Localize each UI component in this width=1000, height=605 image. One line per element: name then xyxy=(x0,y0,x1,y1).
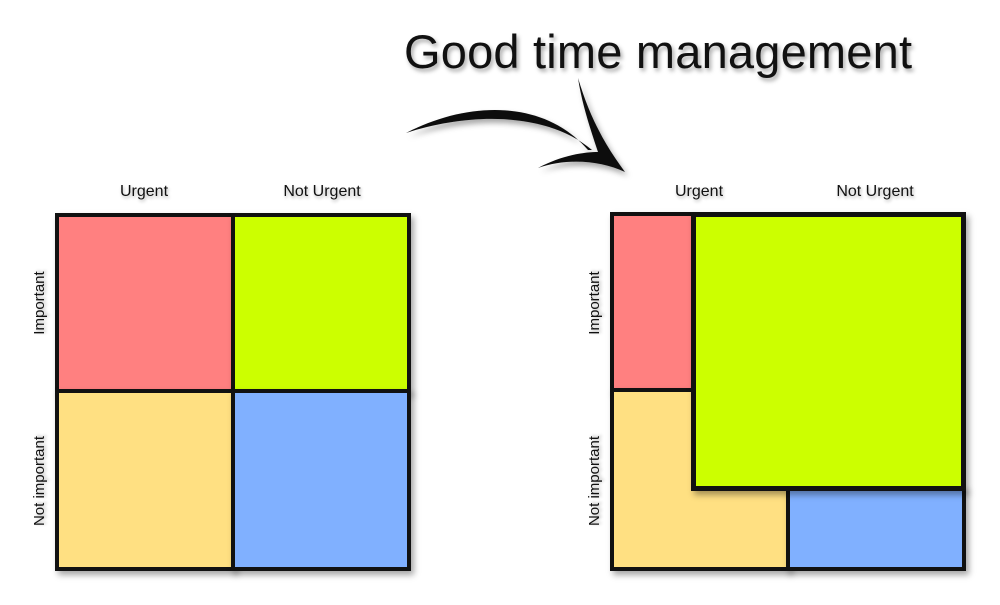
left-cell-not-urgent-important xyxy=(231,213,411,393)
left-cell-not-urgent-not-important xyxy=(231,389,411,571)
row-label-important-left: Important xyxy=(31,271,48,335)
right-cell-not-urgent-important xyxy=(691,212,966,491)
right-cell-not-urgent-not-important xyxy=(786,486,966,571)
right-cell-urgent-important xyxy=(610,212,695,392)
col-label-urgent-left: Urgent xyxy=(119,183,169,200)
left-cell-urgent-not-important xyxy=(55,389,235,571)
col-label-not-urgent-right: Not Urgent xyxy=(836,183,914,200)
row-label-not-important-right: Not important xyxy=(586,435,603,527)
diagram-title: Good time management xyxy=(404,25,913,78)
row-label-not-important-left: Not important xyxy=(31,435,48,527)
col-label-urgent-right: Urgent xyxy=(674,183,724,200)
left-cell-urgent-important xyxy=(55,213,235,393)
col-label-not-urgent-left: Not Urgent xyxy=(283,183,361,200)
row-label-important-right: Important xyxy=(586,271,603,335)
